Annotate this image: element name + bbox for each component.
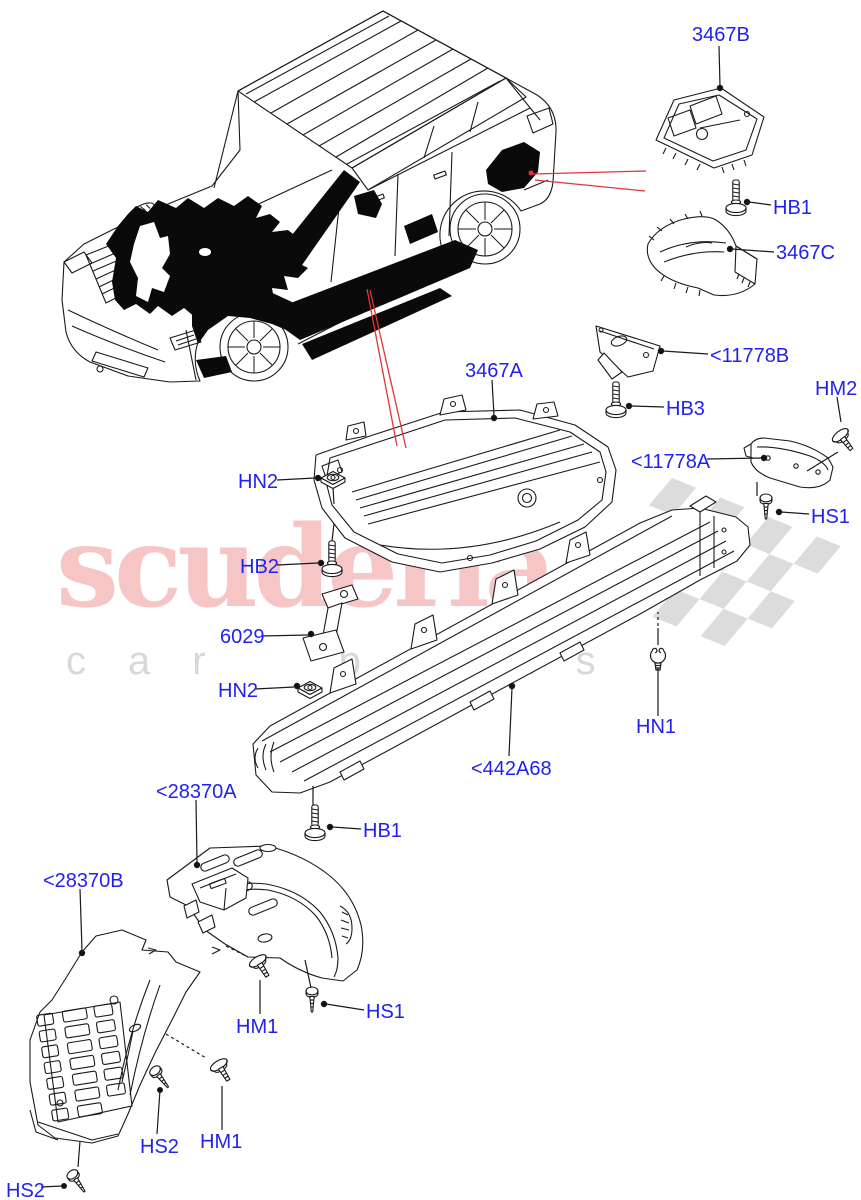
- callout-hm2: HM2: [815, 378, 858, 400]
- callout-hm1-b: HM1: [200, 1131, 243, 1153]
- callout-hs1-a: HS1: [811, 506, 850, 528]
- nut-hn2-lower: [297, 680, 323, 700]
- part-11778b-drawing: [595, 325, 661, 380]
- part-11778a-drawing: [743, 437, 834, 489]
- callout-hs2-a: HS2: [140, 1136, 179, 1158]
- callout-11778a: <11778A: [631, 451, 711, 473]
- clip-hm1-lower: [207, 1055, 237, 1086]
- callout-3467a: 3467A: [465, 360, 523, 382]
- callout-442a68: <442A68: [471, 758, 552, 780]
- part-3467b-drawing: [655, 87, 765, 174]
- callout-hm1-a: HM1: [236, 1016, 279, 1038]
- part-6029-bracket-drawing: [302, 584, 359, 662]
- bolt-hb1-bottom: [304, 804, 326, 842]
- clip-hm2: [829, 425, 860, 456]
- callout-3467c: 3467C: [776, 242, 835, 264]
- screw-hs2-lower: [64, 1167, 90, 1196]
- part-3467a-drawing: [313, 394, 617, 573]
- part-3467c-drawing: [646, 210, 758, 297]
- leader-lines: [40, 45, 842, 1189]
- part-28370a-rear-wheelhouse-liner-drawing: [166, 843, 364, 982]
- screw-hs1-lower: [305, 986, 319, 1013]
- bolt-hb1-top: [725, 179, 747, 217]
- part-28370b-front-wheelhouse-liner-drawing: [29, 929, 201, 1144]
- callout-hb1-a: HB1: [773, 197, 812, 219]
- red-reference-lines: [366, 170, 647, 449]
- bolt-hb3: [605, 381, 627, 419]
- callout-hb3: HB3: [666, 398, 705, 420]
- callout-hb2: HB2: [240, 556, 279, 578]
- callout-11778b: <11778B: [710, 345, 790, 367]
- screw-hs1-upper: [759, 493, 773, 520]
- callout-hn1: HN1: [636, 716, 677, 738]
- callout-6029: 6029: [220, 626, 265, 648]
- callout-hn2-b: HN2: [218, 680, 259, 702]
- screw-hs2-upper: [147, 1063, 174, 1092]
- vehicle-location-illustration: [61, 10, 557, 383]
- clip-hn1: [649, 647, 667, 671]
- part-442a68-sill-panel-drawing: [252, 495, 751, 794]
- callout-hs2-b: HS2: [6, 1180, 45, 1200]
- callout-hb1-b: HB1: [363, 820, 402, 842]
- callout-3467b: 3467B: [692, 24, 750, 46]
- callout-hs1-b: HS1: [366, 1001, 405, 1023]
- callout-28370b: <28370B: [43, 870, 124, 892]
- bolt-hb2: [321, 540, 343, 578]
- callout-28370a: <28370A: [156, 781, 237, 803]
- callout-hn2-a: HN2: [238, 471, 279, 493]
